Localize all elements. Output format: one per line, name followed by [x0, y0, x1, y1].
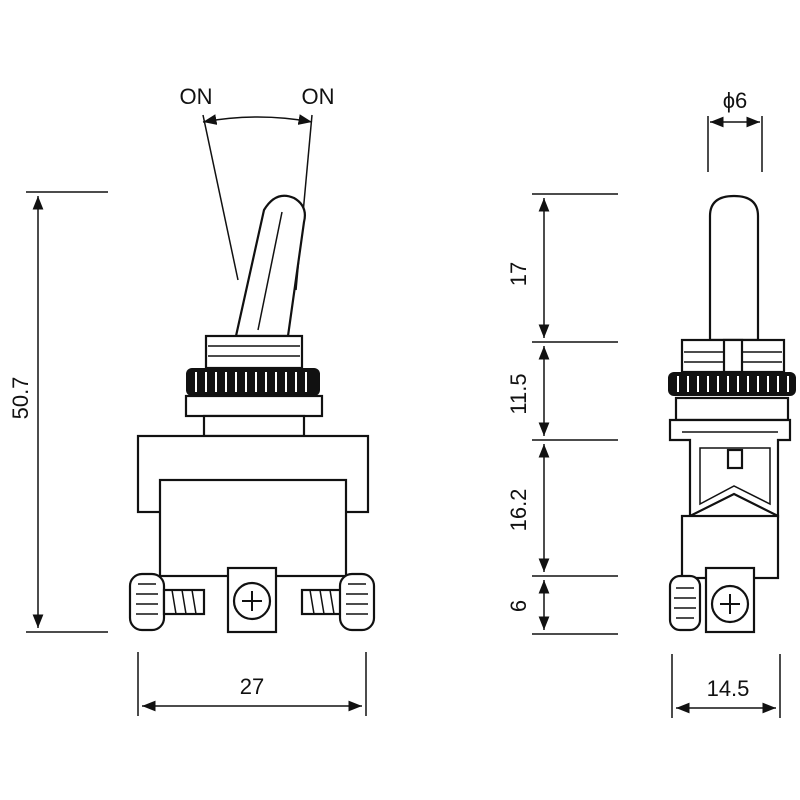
knurled-nut-side [668, 372, 796, 396]
diameter-label: ϕ6 [723, 88, 748, 113]
on-label-left: ON [180, 84, 213, 109]
dimension-width-front [137, 652, 367, 716]
seg-bushing-label: 11.5 [506, 373, 531, 414]
width-side-label: 14.5 [707, 676, 750, 701]
seg-body-label: 16.2 [506, 489, 531, 532]
seg-terminal-label: 6 [506, 600, 531, 612]
dimension-width-side [671, 654, 781, 718]
bushing-upper [204, 334, 304, 370]
height-total-label: 50.7 [8, 377, 33, 420]
dimension-chain [532, 193, 618, 635]
washer-side [674, 396, 790, 422]
lever-side [708, 194, 760, 342]
terminal-left [128, 572, 206, 632]
dimension-diameter [707, 116, 763, 172]
front-view: ON ON [8, 84, 376, 716]
dimension-height-total [26, 191, 108, 633]
washer [184, 394, 324, 418]
width-front-label: 27 [240, 674, 264, 699]
seg-lever-label: 17 [506, 262, 531, 286]
terminal-center [226, 566, 278, 634]
side-view: ϕ6 [506, 88, 796, 718]
body-lower [158, 478, 348, 578]
terminal-side [668, 566, 756, 634]
collar [202, 414, 306, 438]
terminal-right [300, 572, 376, 632]
on-label-right: ON [302, 84, 335, 109]
